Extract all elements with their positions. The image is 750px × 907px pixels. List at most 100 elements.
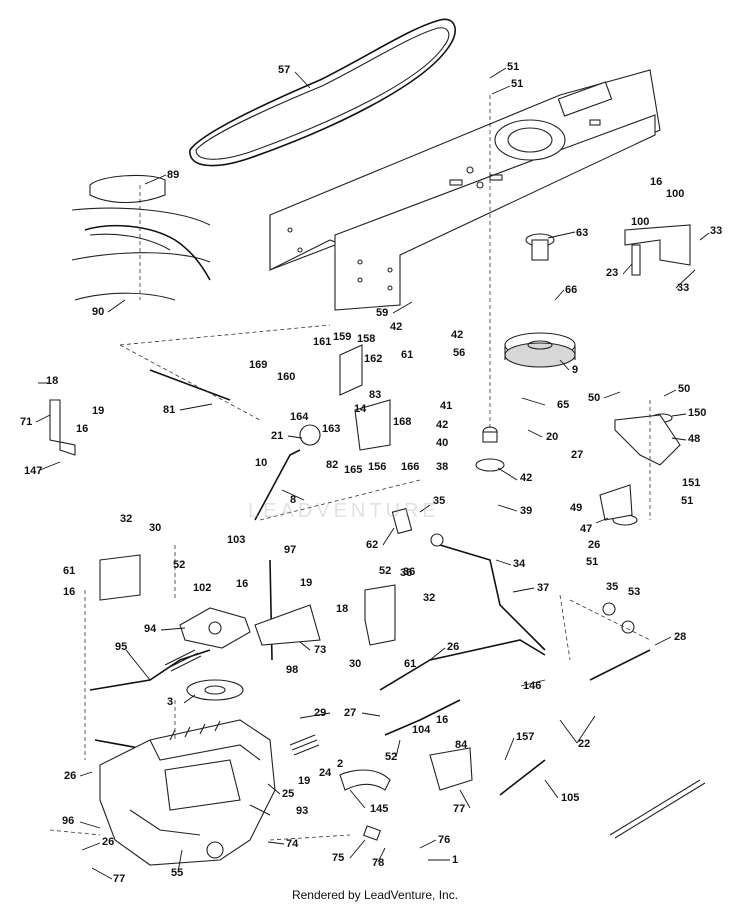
part-callout[interactable]: 73 [314, 644, 326, 656]
part-callout[interactable]: 35 [433, 495, 445, 507]
part-callout[interactable]: 29 [314, 707, 326, 719]
part-callout[interactable]: 51 [681, 495, 693, 507]
part-callout[interactable]: 16 [76, 423, 88, 435]
part-callout[interactable]: 50 [678, 383, 690, 395]
part-callout[interactable]: 61 [404, 658, 416, 670]
part-callout[interactable]: 52 [173, 559, 185, 571]
part-callout[interactable]: 145 [370, 803, 388, 815]
part-callout[interactable]: 8 [290, 494, 296, 506]
part-callout[interactable]: 25 [282, 788, 294, 800]
part-callout[interactable]: 146 [523, 680, 541, 692]
part-callout[interactable]: 161 [313, 336, 331, 348]
part-callout[interactable]: 96 [62, 815, 74, 827]
part-callout[interactable]: 151 [682, 477, 700, 489]
part-callout[interactable]: 33 [710, 225, 722, 237]
part-callout[interactable]: 52 [379, 565, 391, 577]
part-callout[interactable]: 95 [115, 641, 127, 653]
part-callout[interactable]: 42 [451, 329, 463, 341]
part-callout[interactable]: 51 [511, 78, 523, 90]
part-callout[interactable]: 52 [385, 751, 397, 763]
part-callout[interactable]: 40 [436, 437, 448, 449]
part-callout[interactable]: 30 [149, 522, 161, 534]
part-callout[interactable]: 104 [412, 724, 431, 736]
part-callout[interactable]: 36 [403, 566, 415, 578]
part-callout[interactable]: 75 [332, 852, 344, 864]
part-callout[interactable]: 2 [337, 758, 343, 770]
part-callout[interactable]: 71 [20, 416, 32, 428]
part-callout[interactable]: 1 [452, 854, 458, 866]
part-callout[interactable]: 27 [344, 707, 356, 719]
part-callout[interactable]: 78 [372, 857, 384, 869]
part-callout[interactable]: 19 [300, 577, 312, 589]
part-callout[interactable]: 56 [453, 347, 465, 359]
part-callout[interactable]: 33 [677, 282, 689, 294]
part-callout[interactable]: 102 [193, 582, 211, 594]
part-callout[interactable]: 76 [438, 834, 450, 846]
part-callout[interactable]: 26 [588, 539, 600, 551]
part-callout[interactable]: 18 [46, 375, 58, 387]
part-callout[interactable]: 147 [24, 465, 42, 477]
part-callout[interactable]: 169 [249, 359, 267, 371]
part-callout[interactable]: 57 [278, 64, 290, 76]
part-callout[interactable]: 21 [271, 430, 283, 442]
part-callout[interactable]: 59 [376, 307, 388, 319]
part-callout[interactable]: 166 [401, 461, 419, 473]
part-callout[interactable]: 164 [290, 411, 309, 423]
part-callout[interactable]: 32 [423, 592, 435, 604]
part-callout[interactable]: 41 [440, 400, 452, 412]
part-callout[interactable]: 19 [298, 775, 310, 787]
part-callout[interactable]: 77 [113, 873, 125, 885]
part-callout[interactable]: 38 [436, 461, 448, 473]
part-callout[interactable]: 18 [336, 603, 348, 615]
part-callout[interactable]: 42 [520, 472, 532, 484]
part-callout[interactable]: 49 [570, 502, 582, 514]
part-callout[interactable]: 74 [286, 838, 299, 850]
part-callout[interactable]: 16 [650, 176, 662, 188]
part-callout[interactable]: 30 [349, 658, 361, 670]
part-callout[interactable]: 36 [400, 567, 412, 579]
part-callout[interactable]: 103 [227, 534, 245, 546]
part-callout[interactable]: 156 [368, 461, 386, 473]
part-callout[interactable]: 100 [666, 188, 684, 200]
part-callout[interactable]: 93 [296, 805, 308, 817]
part-callout[interactable]: 105 [561, 792, 579, 804]
part-callout[interactable]: 165 [344, 464, 362, 476]
part-callout[interactable]: 20 [546, 431, 558, 443]
part-callout[interactable]: 51 [586, 556, 598, 568]
part-callout[interactable]: 163 [322, 423, 340, 435]
part-callout[interactable]: 65 [557, 399, 569, 411]
part-callout[interactable]: 42 [436, 419, 448, 431]
part-callout[interactable]: 82 [326, 459, 338, 471]
part-callout[interactable]: 158 [357, 333, 375, 345]
part-callout[interactable]: 100 [631, 216, 649, 228]
part-callout[interactable]: 63 [576, 227, 588, 239]
part-callout[interactable]: 16 [236, 578, 248, 590]
part-callout[interactable]: 28 [674, 631, 686, 643]
part-callout[interactable]: 53 [628, 586, 640, 598]
part-callout[interactable]: 9 [572, 364, 578, 376]
part-callout[interactable]: 48 [688, 433, 700, 445]
part-callout[interactable]: 34 [513, 558, 526, 570]
part-callout[interactable]: 55 [171, 867, 183, 879]
part-callout[interactable]: 150 [688, 407, 706, 419]
part-callout[interactable]: 14 [354, 403, 367, 415]
part-callout[interactable]: 157 [516, 731, 534, 743]
part-callout[interactable]: 83 [369, 389, 381, 401]
part-callout[interactable]: 168 [393, 416, 411, 428]
part-callout[interactable]: 27 [571, 449, 583, 461]
part-callout[interactable]: 35 [606, 581, 618, 593]
part-callout[interactable]: 26 [64, 770, 76, 782]
part-callout[interactable]: 62 [366, 539, 378, 551]
part-callout[interactable]: 97 [284, 544, 296, 556]
part-callout[interactable]: 90 [92, 306, 104, 318]
part-callout[interactable]: 26 [447, 641, 459, 653]
part-callout[interactable]: 51 [507, 61, 519, 73]
part-callout[interactable]: 61 [401, 349, 413, 361]
part-callout[interactable]: 159 [333, 331, 351, 343]
part-callout[interactable]: 3 [167, 696, 173, 708]
part-callout[interactable]: 160 [277, 371, 295, 383]
part-callout[interactable]: 37 [537, 582, 549, 594]
part-callout[interactable]: 16 [436, 714, 448, 726]
part-callout[interactable]: 162 [364, 353, 382, 365]
part-callout[interactable]: 77 [453, 803, 465, 815]
